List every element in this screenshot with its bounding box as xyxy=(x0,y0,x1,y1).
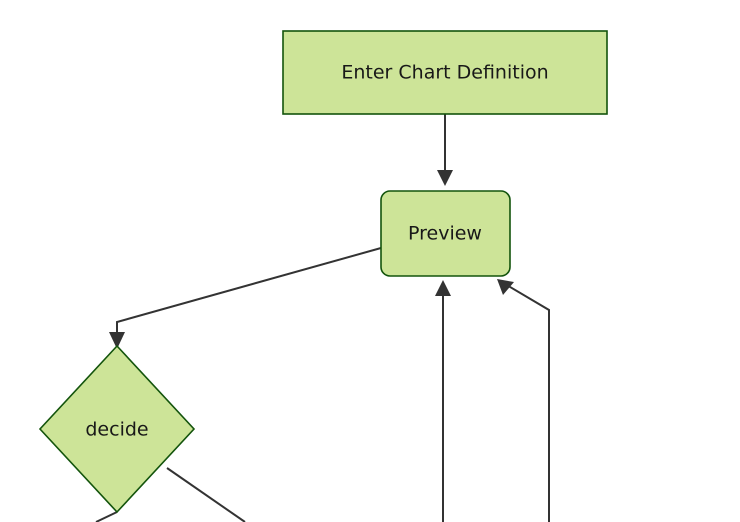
node-enter-chart-definition[interactable]: Enter Chart Definition xyxy=(282,30,608,115)
edge-return-center-to-preview xyxy=(435,280,451,522)
node-preview[interactable]: Preview xyxy=(380,190,511,277)
arrowhead-down-icon xyxy=(109,332,125,349)
edge-line xyxy=(95,511,118,522)
edge-decide-right-out xyxy=(166,467,246,522)
edge-preview-to-decide xyxy=(109,247,382,349)
edge-line xyxy=(499,280,550,522)
node-layer: Enter Chart Definition Preview decide xyxy=(38,30,608,514)
edge-layer xyxy=(95,114,550,522)
node-label: Preview xyxy=(408,223,482,245)
node-decide[interactable]: decide xyxy=(38,344,196,514)
edge-enter-to-preview xyxy=(437,114,453,186)
node-rounded-rect[interactable] xyxy=(380,190,511,277)
node-label: decide xyxy=(85,419,148,441)
edge-return-right-to-preview xyxy=(497,279,550,522)
edge-line xyxy=(116,247,382,339)
node-diamond[interactable] xyxy=(38,344,196,514)
edge-decide-bottom-out xyxy=(95,511,118,522)
arrowhead-up-left-icon xyxy=(497,279,514,295)
node-label: Enter Chart Definition xyxy=(341,62,548,84)
arrowhead-up-icon xyxy=(435,280,451,296)
node-rect[interactable] xyxy=(282,30,608,115)
edge-line xyxy=(166,467,246,522)
arrowhead-down-icon xyxy=(437,170,453,186)
